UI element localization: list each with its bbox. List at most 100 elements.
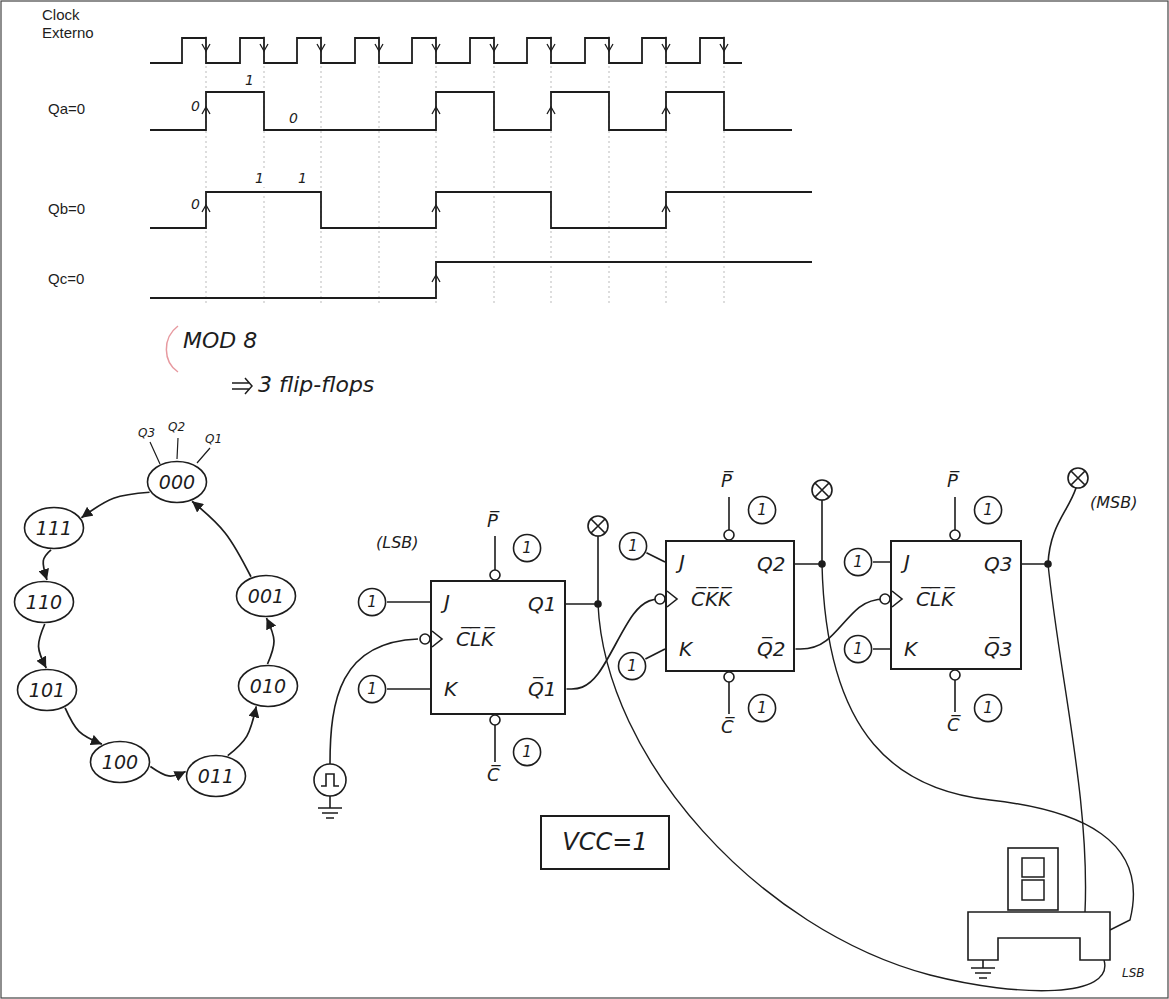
handwritten-note: MOD 8 — [183, 328, 257, 354]
logic-wire — [873, 561, 890, 563]
pin-name: C̅ — [947, 714, 960, 736]
seven-segment-display — [968, 848, 1110, 978]
bit-value: 1 — [297, 170, 308, 187]
pin-label: J — [904, 550, 910, 574]
state-circle: 011 — [185, 754, 247, 798]
pin-name: P̅ — [721, 470, 732, 492]
pin-label: Q̅1 — [528, 677, 556, 701]
logic-wire — [387, 601, 430, 603]
logic-one: 1 — [853, 553, 863, 571]
jk-flip-flop: JC̅K̅K̅ K Q2Q̅2 — [665, 540, 795, 672]
pin-label: K — [904, 637, 917, 661]
state-circle: 111 — [23, 506, 85, 550]
pin-label: Q1 — [528, 592, 556, 616]
qa-wave — [150, 92, 792, 130]
pin-label: K — [679, 637, 692, 661]
vcc-box: VCC=1 — [540, 815, 670, 870]
bit-leader-lines — [150, 438, 210, 464]
pin-label: K — [444, 677, 457, 701]
pink-scribble — [166, 326, 178, 372]
logic-wire — [873, 648, 890, 650]
bit-value: 1 — [254, 170, 265, 187]
output-probes — [565, 468, 1088, 607]
pin-label: J — [444, 590, 450, 614]
logic-wire — [387, 688, 430, 690]
bit-value: 1 — [244, 72, 255, 89]
state-circle: 001 — [235, 574, 297, 618]
logic-one: 1 — [627, 657, 637, 675]
logic-one: 1 — [522, 539, 532, 557]
bit-value: 0 — [288, 110, 299, 127]
bit-order-note: LSB — [1122, 966, 1145, 980]
state-code: 010 — [250, 675, 286, 698]
transition-arrow — [150, 766, 185, 776]
logic-one-circle: 1 — [747, 495, 777, 525]
jk-flip-flop: JC̅L̅K̅KQ3Q̅3 — [890, 540, 1022, 670]
bit-order-note: (LSB) — [376, 533, 419, 552]
pin-label: C̅K̅K̅ — [691, 587, 731, 611]
state-circle: 100 — [89, 740, 151, 784]
logic-wire — [646, 553, 665, 562]
state-circle: 010 — [237, 664, 299, 708]
logic-one-circle: 1 — [973, 693, 1003, 723]
state-code: 101 — [29, 679, 65, 702]
pin-name: C̅ — [721, 716, 734, 738]
pin-label: Q3 — [984, 552, 1012, 576]
jk-flip-flop: JC̅L̅K̅ K Q1Q̅1 — [430, 580, 566, 715]
state-code: 011 — [198, 765, 234, 788]
state-code: 000 — [159, 471, 195, 494]
bit-value: 0 — [190, 98, 201, 115]
logic-one-circle: 1 — [512, 533, 542, 563]
pin-label: J — [679, 550, 685, 574]
handwritten-note: 3 flip-flops — [258, 372, 374, 398]
bit-name: Q3 — [138, 426, 155, 440]
signal-name: Clock Externo — [42, 6, 114, 42]
pin-label: Q̅2 — [757, 637, 785, 661]
state-code: 100 — [102, 751, 138, 774]
pin-label: C̅L̅K̅ — [456, 627, 494, 651]
state-circle: 000 — [146, 460, 208, 504]
logic-one: 1 — [522, 743, 532, 761]
logic-one: 1 — [983, 699, 993, 717]
transition-arrow — [192, 501, 251, 577]
logic-one-circle: 1 — [618, 531, 648, 561]
bit-name: Q1 — [205, 432, 222, 446]
logic-one-circle: 1 — [747, 693, 777, 723]
signal-name: Qc=0 — [48, 270, 84, 288]
rising-edge-marks — [202, 107, 670, 282]
clock-wire — [566, 599, 665, 689]
pin-name: P̅ — [487, 510, 498, 532]
logic-one: 1 — [757, 699, 767, 717]
bit-value: 0 — [190, 196, 201, 213]
implies-arrow — [232, 378, 252, 394]
timing-waves — [150, 38, 812, 298]
pin-label: Q̅3 — [984, 637, 1012, 661]
logic-one: 1 — [853, 640, 863, 658]
qb-wave — [150, 192, 812, 228]
state-circle: 110 — [13, 580, 75, 624]
falling-edge-marks — [202, 44, 728, 51]
clock-wire — [795, 599, 890, 649]
qc-wave — [150, 262, 812, 298]
state-code: 111 — [36, 517, 72, 540]
logic-one: 1 — [628, 537, 638, 555]
logic-one-circle: 1 — [617, 651, 647, 681]
transition-arrow — [38, 624, 46, 668]
logic-one-circle: 1 — [843, 634, 873, 664]
signal-name: Qa=0 — [48, 100, 85, 118]
display-wires — [598, 564, 1133, 991]
logic-one-circle: 1 — [973, 495, 1003, 525]
state-code: 001 — [248, 585, 284, 608]
transition-arrow — [81, 492, 149, 517]
bit-order-note: (MSB) — [1090, 493, 1137, 512]
logic-wire — [645, 649, 665, 659]
transition-arrow — [228, 706, 256, 755]
clock-wave — [150, 38, 742, 63]
pin-label: Q2 — [757, 552, 785, 576]
timing-grid — [206, 36, 724, 306]
logic-one: 1 — [983, 501, 993, 519]
